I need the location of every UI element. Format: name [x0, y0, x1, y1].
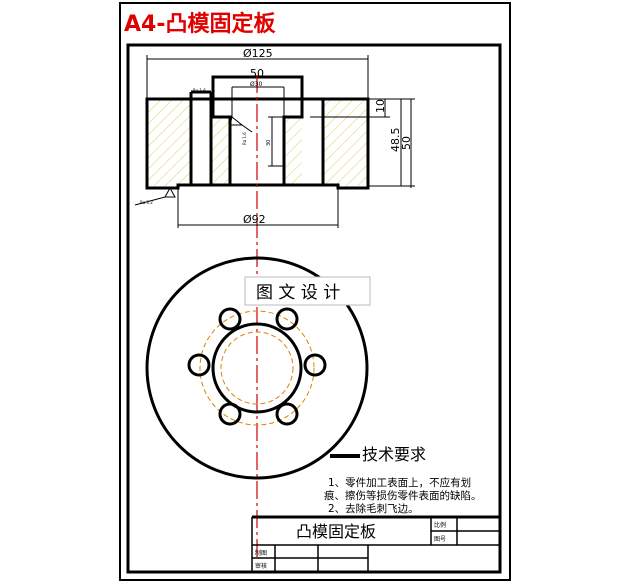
drawing-no-label: 图号	[434, 536, 446, 543]
section-view: Ø125 50 Ø30 Ø92 10 48.5 50 30 Ra 1.6 Ra …	[134, 47, 415, 560]
tech-line-2: 痕、擦伤等损伤零件表面的缺陷。	[324, 489, 482, 502]
plan-view	[145, 256, 369, 480]
dim-d92: Ø92	[243, 213, 266, 226]
drawn-label: 制图	[255, 549, 267, 557]
roughness-3: Ra 3.2	[140, 200, 153, 205]
watermark-box	[244, 276, 371, 306]
dim-10: 10	[374, 99, 387, 113]
part-name: 凸模固定板	[296, 522, 376, 541]
tech-heading: 技术要求	[362, 445, 426, 464]
roughness-2: Ra 1.6	[242, 132, 247, 145]
title-block	[251, 515, 500, 572]
tech-line-1: 1、零件加工表面上，不应有划	[328, 476, 471, 489]
sheet-title: A4-凸模固定板	[124, 11, 276, 37]
dim-d30: Ø30	[250, 81, 263, 88]
scale-label: 比例	[434, 521, 446, 529]
dim-30: 30	[266, 140, 272, 146]
dim-50: 50	[250, 67, 264, 80]
outer-border	[119, 2, 511, 581]
watermark: 图 文 设 计	[256, 283, 340, 303]
checked-label: 审核	[255, 562, 267, 570]
tech-line-3: 2、去除毛刺飞边。	[328, 502, 419, 515]
dim-50-height: 50	[400, 136, 413, 150]
dim-d125: Ø125	[243, 47, 273, 60]
inner-frame	[126, 43, 502, 574]
roughness-1: Ra 1.6	[193, 88, 206, 93]
dim-48-5: 48.5	[389, 128, 402, 153]
